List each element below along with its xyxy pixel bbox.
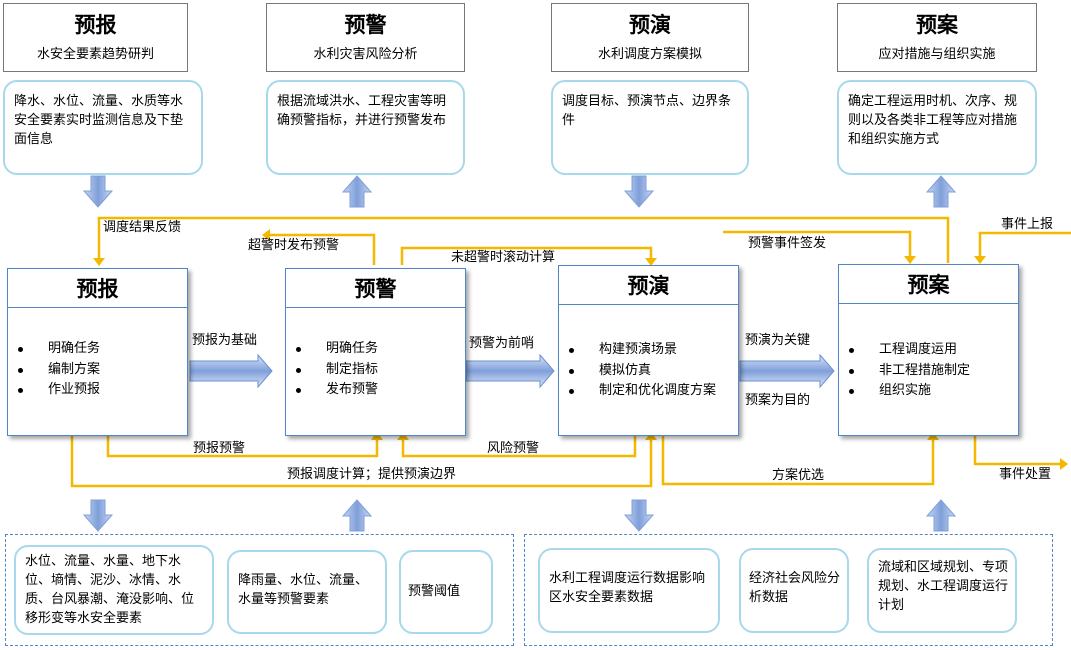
- label-feedback: 调度结果反馈: [103, 220, 182, 235]
- rolling-calc-line: [400, 246, 653, 265]
- header-title: 预案: [916, 12, 958, 37]
- header-warning: 预警 水利灾害风险分析: [266, 3, 465, 72]
- process-item: 制定和优化调度方案: [568, 381, 716, 402]
- event-issue-line: [723, 230, 912, 256]
- forecast-warning-line: [106, 436, 379, 458]
- bottom-water-elements: 水位、流量、水量、地下水位、墒情、泥沙、冰情、水质、台风暴潮、淹没影响、位移形变…: [14, 545, 214, 635]
- up-arrow-4: [925, 175, 957, 208]
- desc-warning: 根据流域洪水、工程灾害等明确预警指标，并进行预警发布: [266, 80, 465, 175]
- event-report-line: [978, 231, 1071, 256]
- bottom-risk-data: 经济社会风险分析数据: [739, 548, 849, 633]
- down-arrow-1: [82, 175, 114, 208]
- up-arrow-2: [341, 175, 373, 208]
- label-warning-premise: 预警为前哨: [469, 336, 535, 351]
- desc-plan: 确定工程运用时机、次序、规则以及各类非工程等应对措施和组织实施方式: [837, 80, 1037, 175]
- process-item: 制定指标: [295, 360, 378, 381]
- process-item: 组织实施: [848, 381, 970, 402]
- header-subtitle: 水利灾害风险分析: [313, 47, 418, 62]
- process-item: 构建预演场景: [568, 340, 716, 361]
- header-subtitle: 应对措施与组织实施: [878, 47, 996, 62]
- label-risk-warning: 风险预警: [487, 441, 540, 456]
- process-item: 非工程措施制定: [848, 361, 970, 382]
- label-plan-optimization: 方案优选: [772, 468, 825, 483]
- down-arrow-7: [623, 499, 655, 532]
- process-items: 工程调度运用 非工程措施制定 组织实施: [839, 340, 970, 402]
- process-rehearsal: 预演 构建预演场景 模拟仿真 制定和优化调度方案: [558, 265, 739, 436]
- process-item: 作业预报: [17, 380, 100, 401]
- process-items: 明确任务 编制方案 作业预报: [8, 339, 100, 401]
- process-item: 明确任务: [17, 339, 100, 360]
- risk-warning-line: [401, 436, 637, 458]
- header-title: 预演: [629, 12, 671, 37]
- label-plan-goal: 预案为目的: [745, 393, 811, 408]
- event-handling-line: [973, 436, 1060, 466]
- desc-rehearsal: 调度目标、预演节点、边界条件: [551, 80, 749, 175]
- label-rolling-calc: 未超警时滚动计算: [451, 250, 556, 265]
- bottom-dispatch-data: 水利工程调度运行数据影响区水安全要素数据: [538, 548, 720, 633]
- process-item: 工程调度运用: [848, 340, 970, 361]
- premise-arrow: [465, 353, 555, 389]
- feedback-line: [97, 216, 950, 263]
- process-items: 明确任务 制定指标 发布预警: [286, 339, 378, 401]
- label-event-handling: 事件处置: [999, 467, 1052, 482]
- key-arrow: [739, 353, 835, 389]
- header-plan: 预案 应对措施与组织实施: [837, 3, 1037, 72]
- process-item: 发布预警: [295, 380, 378, 401]
- label-event-issue: 预警事件签发: [748, 236, 827, 251]
- label-forecast-dispatch: 预报调度计算；提供预演边界: [287, 467, 457, 482]
- process-item: 模拟仿真: [568, 361, 716, 382]
- down-arrow-5: [82, 499, 114, 532]
- plan-optimization-line: [661, 436, 935, 486]
- process-warning: 预警 明确任务 制定指标 发布预警: [285, 268, 466, 436]
- process-title: 预演: [559, 266, 738, 305]
- process-title: 预案: [839, 265, 1018, 304]
- process-item: 编制方案: [17, 360, 100, 381]
- up-arrow-6: [341, 499, 373, 532]
- bottom-group-right: [524, 534, 1053, 646]
- header-subtitle: 水利调度方案模拟: [597, 47, 702, 62]
- forecast-dispatch-line: [70, 436, 653, 488]
- label-event-report: 事件上报: [1001, 217, 1054, 232]
- bottom-warning-threshold: 预警阈值: [399, 550, 493, 634]
- header-forecast: 预报 水安全要素趋势研判: [3, 3, 188, 72]
- label-over-threshold: 超警时发布预警: [248, 238, 340, 253]
- process-plan: 预案 工程调度运用 非工程措施制定 组织实施: [838, 264, 1019, 436]
- bottom-plans: 流域和区域规划、专项规划、水工程调度运行计划: [867, 548, 1017, 633]
- process-title: 预警: [286, 269, 465, 308]
- process-title: 预报: [8, 269, 187, 308]
- process-items: 构建预演场景 模拟仿真 制定和优化调度方案: [559, 340, 716, 402]
- header-rehearsal: 预演 水利调度方案模拟: [551, 3, 749, 72]
- label-forecast-warning: 预报预警: [193, 441, 246, 456]
- desc-forecast: 降水、水位、流量、水质等水安全要素实时监测信息及下垫面信息: [3, 80, 203, 175]
- basis-arrow: [189, 353, 273, 389]
- up-arrow-8: [925, 499, 957, 532]
- over-threshold-line: [270, 233, 376, 265]
- bottom-warning-elements: 降雨量、水位、流量、水量等预警要素: [227, 550, 387, 634]
- header-title: 预报: [74, 12, 117, 37]
- down-arrow-3: [623, 175, 655, 208]
- label-rehearsal-key: 预演为关键: [745, 333, 811, 348]
- bottom-group-left: [5, 534, 514, 646]
- process-item: 明确任务: [295, 339, 378, 360]
- header-title: 预警: [344, 12, 387, 37]
- header-subtitle: 水安全要素趋势研判: [36, 47, 154, 62]
- process-forecast: 预报 明确任务 编制方案 作业预报: [7, 268, 188, 436]
- label-forecast-basis: 预报为基础: [192, 333, 258, 348]
